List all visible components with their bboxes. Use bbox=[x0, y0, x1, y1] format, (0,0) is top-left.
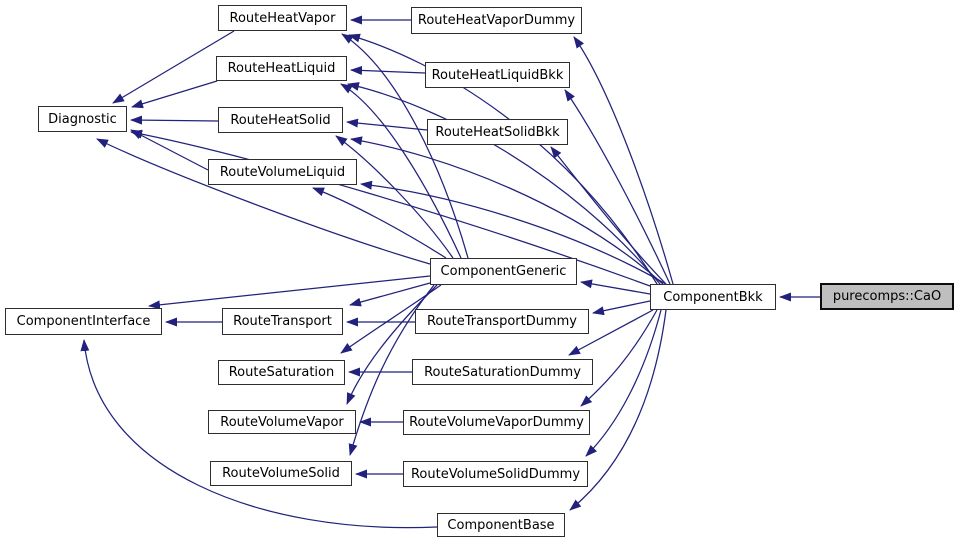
edge-componentBkk--routeHeatVaporDummy bbox=[573, 36, 674, 285]
node-route-transport-dummy[interactable]: RouteTransportDummy bbox=[415, 309, 589, 334]
edge-routeVolumeLiquid--diagnostic bbox=[130, 129, 209, 171]
node-route-volume-liquid[interactable]: RouteVolumeLiquid bbox=[208, 159, 357, 185]
edge-componentBkk--routeHeatLiquidBkk bbox=[564, 89, 671, 285]
node-route-saturation-dummy[interactable]: RouteSaturationDummy bbox=[412, 359, 593, 385]
node-route-volume-vapor-dummy[interactable]: RouteVolumeVaporDummy bbox=[403, 410, 590, 435]
node-diagnostic[interactable]: Diagnostic bbox=[38, 106, 127, 132]
node-route-transport[interactable]: RouteTransport bbox=[222, 308, 343, 335]
node-route-heat-liquid-bkk[interactable]: RouteHeatLiquidBkk bbox=[425, 62, 570, 88]
node-route-volume-solid-dummy[interactable]: RouteVolumeSolidDummy bbox=[403, 461, 588, 487]
edge-routeHeatLiquid--diagnostic bbox=[131, 80, 218, 109]
edge-routeHeatLiquidBkk--routeHeatLiquid bbox=[350, 65, 426, 75]
node-route-volume-solid[interactable]: RouteVolumeSolid bbox=[210, 461, 352, 486]
edge-componentGeneric--routeHeatSolid bbox=[335, 135, 454, 259]
node-component-generic[interactable]: ComponentGeneric bbox=[430, 258, 577, 285]
node-route-volume-vapor[interactable]: RouteVolumeVapor bbox=[208, 410, 356, 434]
edge-componentBkk--routeVolumeSolidDummy bbox=[585, 309, 662, 457]
node-component-interface[interactable]: ComponentInterface bbox=[5, 308, 162, 335]
edge-componentGeneric--diagnostic bbox=[96, 138, 431, 265]
node-route-saturation[interactable]: RouteSaturation bbox=[218, 360, 345, 385]
node-component-bkk[interactable]: ComponentBkk bbox=[650, 284, 776, 310]
edge-componentBkk--componentGeneric bbox=[580, 279, 651, 295]
edge-componentGeneric--routeTransport bbox=[349, 282, 431, 307]
edge-componentGeneric--routeVolumeVapor bbox=[346, 284, 438, 405]
edge-componentGeneric--componentInterface bbox=[148, 275, 431, 310]
edge-componentBkk--routeHeatLiquid bbox=[347, 82, 661, 285]
node-route-heat-vapor-dummy[interactable]: RouteHeatVaporDummy bbox=[411, 7, 582, 34]
edge-routeHeatSolidBkk--routeHeatSolid bbox=[346, 118, 428, 131]
edge-componentGeneric--routeVolumeLiquid bbox=[312, 187, 447, 259]
node-route-heat-solid-bkk[interactable]: RouteHeatSolidBkk bbox=[427, 119, 568, 145]
node-route-heat-vapor[interactable]: RouteHeatVapor bbox=[218, 5, 347, 31]
node-purecomps-cao: purecomps::CaO bbox=[820, 283, 954, 310]
edge-routeHeatSolid--diagnostic bbox=[130, 115, 219, 125]
edge-componentGeneric--routeHeatLiquid bbox=[340, 83, 462, 259]
edge-componentBkk--routeVolumeVaporDummy bbox=[580, 309, 658, 407]
edge-componentBkk--routeTransportDummy bbox=[592, 300, 651, 316]
node-route-heat-liquid[interactable]: RouteHeatLiquid bbox=[216, 56, 347, 81]
node-route-heat-solid[interactable]: RouteHeatSolid bbox=[218, 107, 343, 133]
node-component-base[interactable]: ComponentBase bbox=[437, 513, 565, 537]
